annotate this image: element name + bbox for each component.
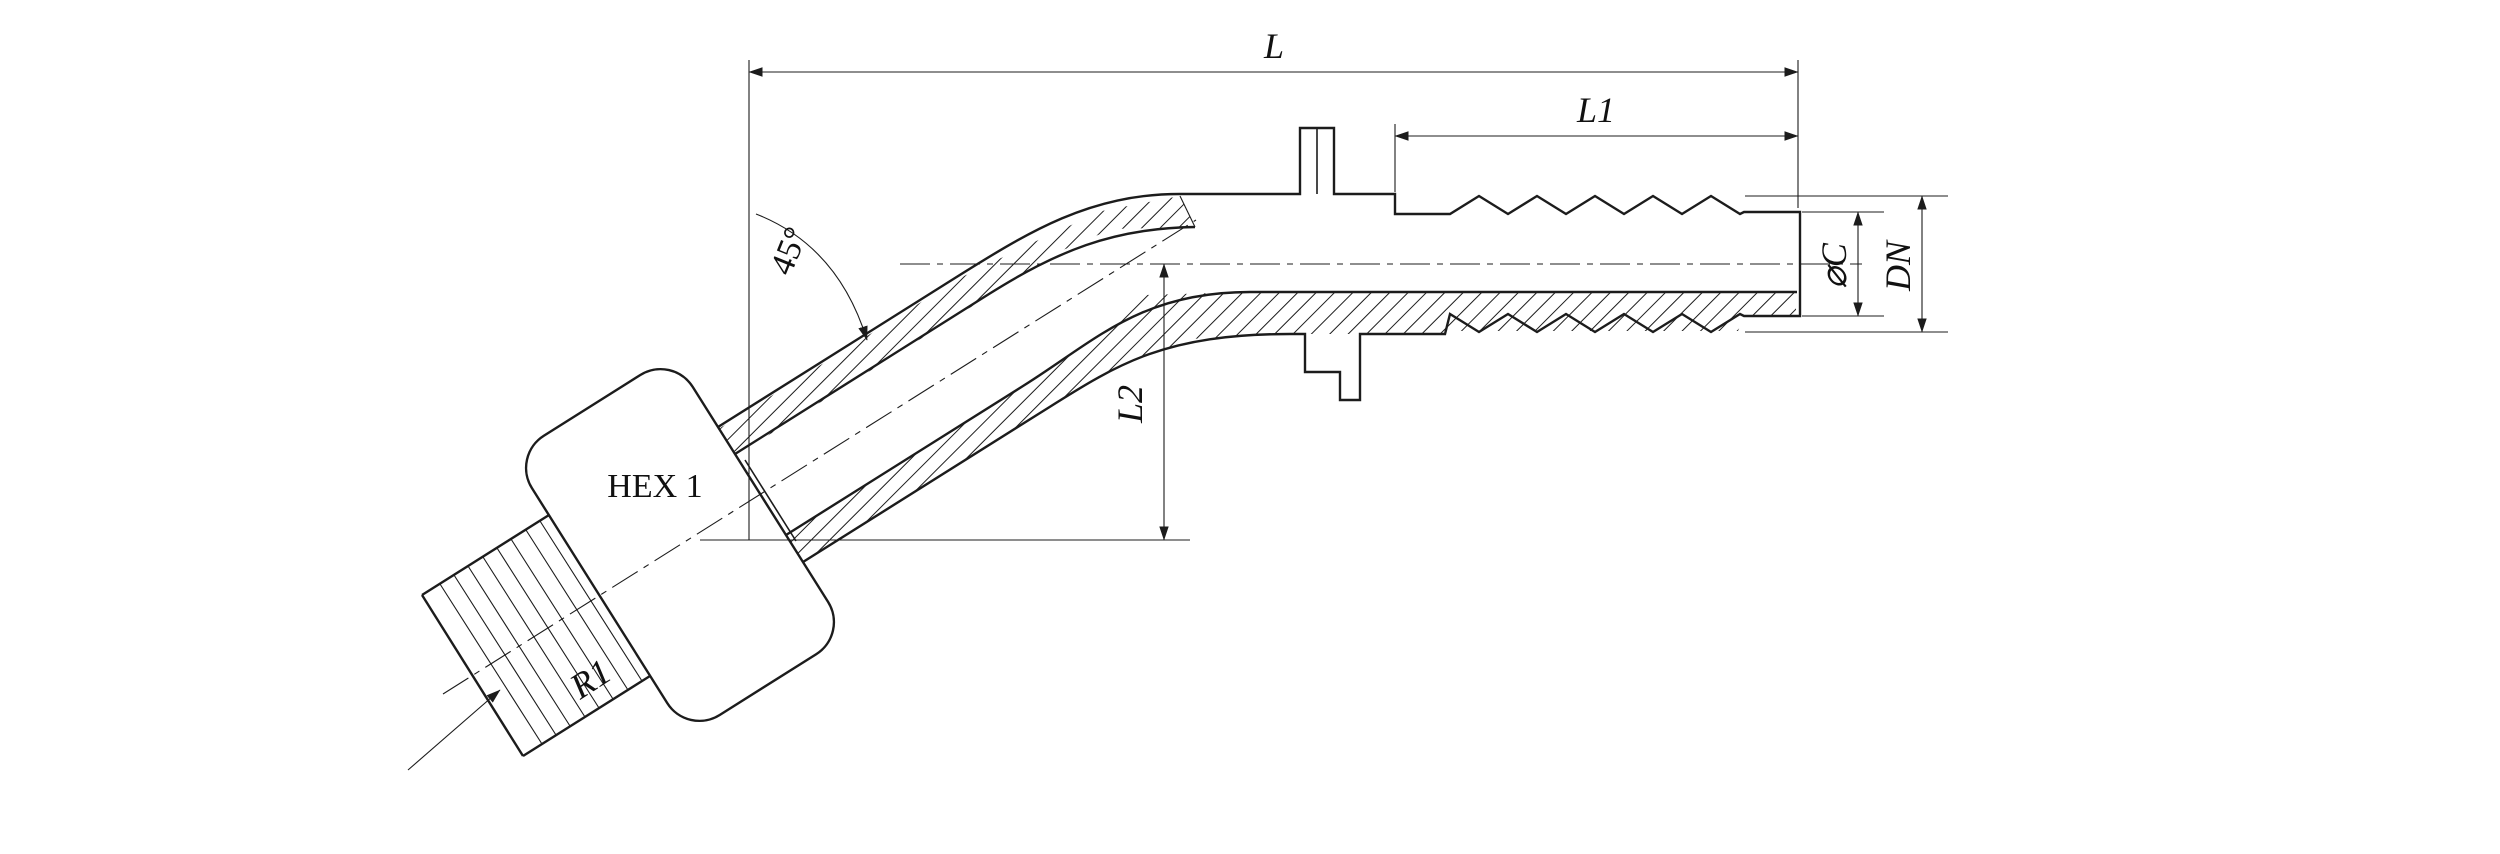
fitting-body-outline bbox=[717, 126, 1802, 564]
angle-arc bbox=[755, 213, 868, 341]
hatch-lower-wall bbox=[786, 292, 1796, 562]
bore-upper-line bbox=[734, 225, 1196, 456]
stem-end-face bbox=[420, 594, 525, 757]
dimension-label-R1: R1 bbox=[562, 651, 618, 707]
dimension-overall-length: L bbox=[748, 26, 1799, 540]
dimension-label-L: L bbox=[1263, 26, 1284, 66]
dimension-label-C: ⌀C bbox=[1814, 242, 1854, 289]
hex-size-label: HEX 1 bbox=[607, 468, 702, 505]
hex-nut bbox=[524, 367, 836, 723]
stem-edge-lower bbox=[522, 674, 651, 758]
thread-crest-lines bbox=[439, 520, 643, 745]
hatch-upper-arm-wall bbox=[720, 196, 1195, 455]
section-break-line bbox=[1179, 195, 1196, 228]
seat-line bbox=[744, 459, 797, 542]
arm-axis-centerline bbox=[442, 219, 1197, 695]
thread-leader-line bbox=[407, 689, 501, 771]
centerlines bbox=[442, 219, 1862, 695]
dimension-label-L1: L1 bbox=[1576, 90, 1615, 130]
dimension-angle: 45° bbox=[755, 213, 868, 341]
dimension-label-DN: DN bbox=[1878, 239, 1918, 292]
part-outline bbox=[420, 126, 1802, 758]
bore-lower-line bbox=[785, 290, 1797, 537]
dimension-tail-length: L1 bbox=[1394, 90, 1799, 192]
threaded-stem bbox=[420, 513, 651, 758]
dimension-label-angle: 45° bbox=[763, 222, 815, 280]
section-hatching bbox=[720, 196, 1796, 562]
dimension-nominal-bore: DN bbox=[1745, 195, 1948, 333]
dimension-diameter-c: ⌀C bbox=[1802, 211, 1884, 317]
dimension-label-L2: L2 bbox=[1110, 385, 1150, 424]
stem-edge-upper bbox=[421, 513, 550, 597]
dimension-thread: R1 bbox=[407, 651, 618, 771]
dimension-elbow-drop: L2 bbox=[700, 263, 1190, 541]
